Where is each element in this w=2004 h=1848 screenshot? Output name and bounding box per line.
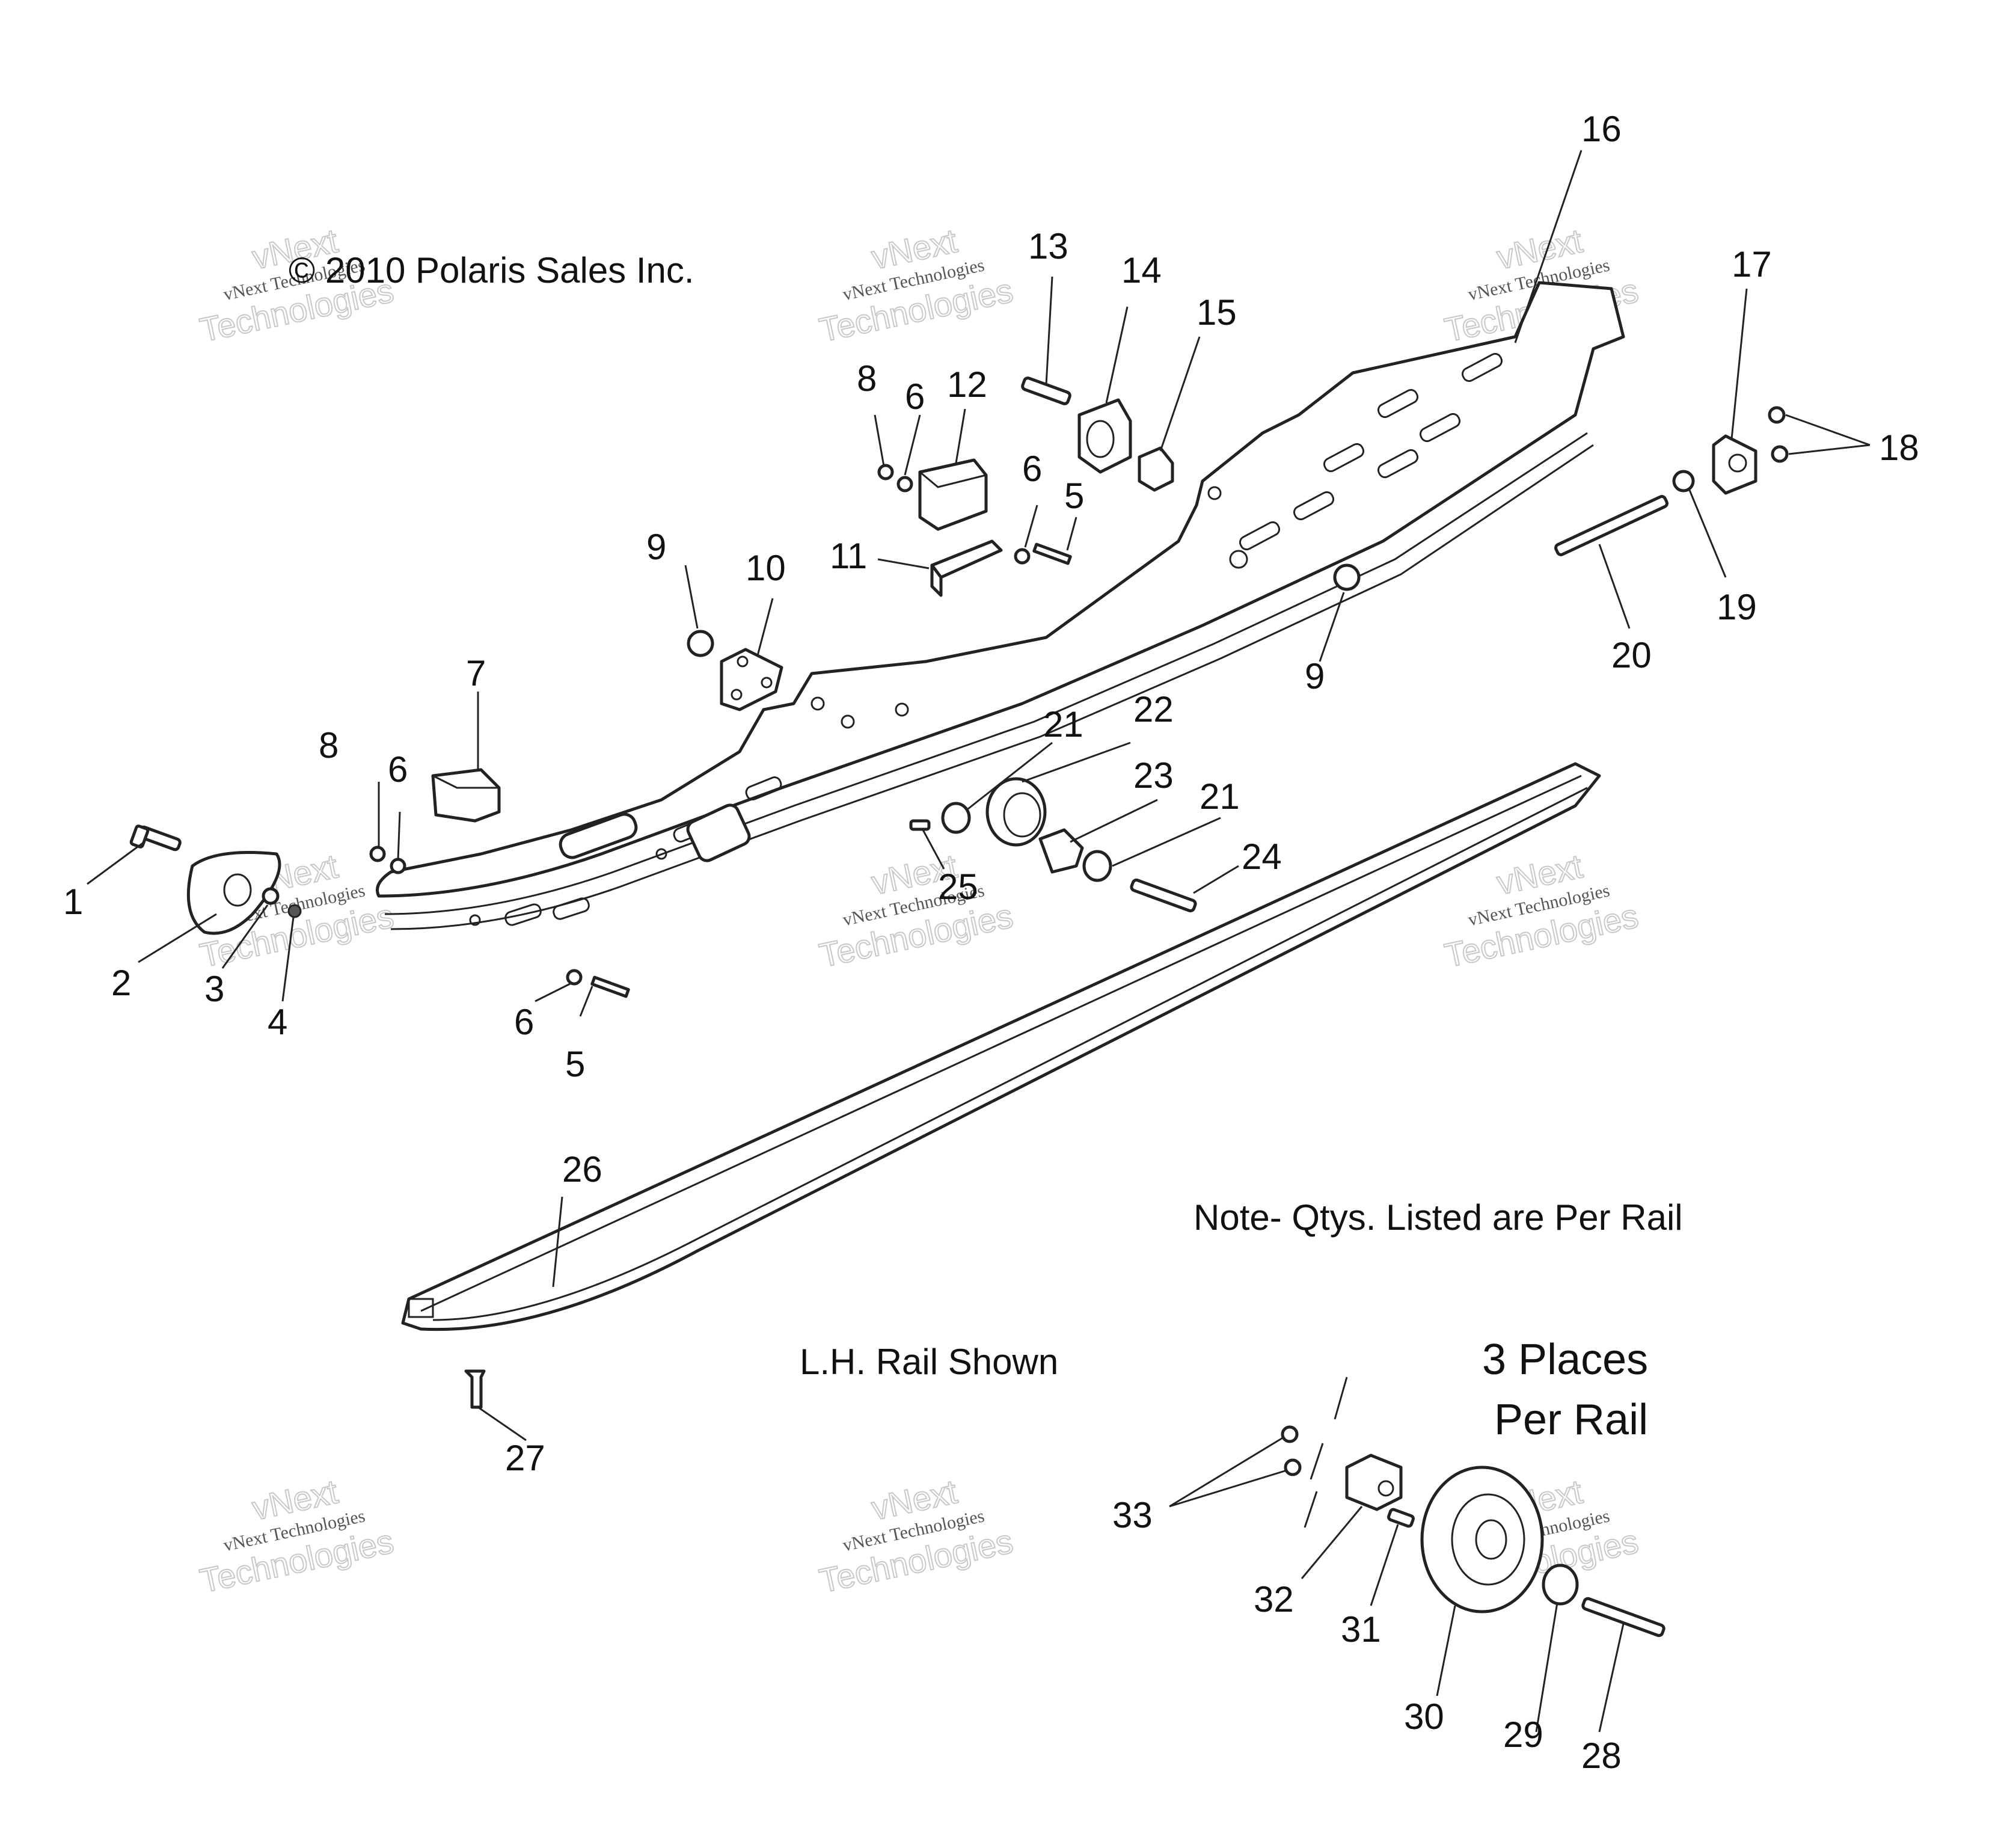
callout-32: 32 (1254, 1579, 1294, 1619)
lower-rail-drawing (401, 762, 1601, 1331)
part-21-washer-a (941, 802, 971, 834)
callout-15: 15 (1197, 292, 1237, 333)
part-9-nut-b (1333, 563, 1361, 591)
places-note-line2: Per Rail (1494, 1396, 1648, 1444)
part-28-bolt (1581, 1597, 1665, 1638)
part-7-block (431, 768, 501, 823)
callout-12: 12 (947, 364, 987, 405)
upper-rail-drawing (376, 281, 1625, 930)
callout-8-lower: 8 (319, 725, 339, 766)
part-30-wheel (1420, 1466, 1544, 1613)
part-5-bolt-a (590, 975, 630, 998)
part-3-washer (262, 887, 280, 905)
part-32-bracket (1345, 1454, 1403, 1511)
part-15-spacer (1138, 446, 1174, 492)
callout-11: 11 (830, 536, 867, 576)
part-19-nut (1672, 470, 1695, 493)
part-18-nut-b (1771, 445, 1789, 463)
callout-17: 17 (1732, 244, 1772, 284)
callout-19: 19 (1717, 587, 1757, 627)
callout-23: 23 (1133, 755, 1174, 796)
callout-numbers: 1 2 3 4 5 6 6 8 7 9 10 11 8 6 12 13 14 1… (63, 109, 1919, 1776)
part-29-washer (1542, 1564, 1579, 1606)
part-12-block (918, 458, 988, 531)
callout-6-mid: 6 (388, 749, 408, 790)
callout-6-lower: 6 (514, 1002, 534, 1042)
leader-lines (87, 150, 1871, 1733)
part-13-bolt (1021, 376, 1071, 405)
part-9-nut-a (687, 630, 714, 657)
callout-10: 10 (746, 548, 786, 588)
callout-25: 25 (938, 867, 978, 907)
text-labels: © 2010 Polaris Sales Inc. Note- Qtys. Li… (289, 250, 1683, 1444)
callout-5-upper: 5 (1064, 476, 1084, 516)
part-10-plate (720, 648, 783, 711)
callout-7: 7 (466, 653, 486, 693)
callout-26: 26 (562, 1149, 602, 1190)
part-2-bumper (186, 851, 281, 935)
part-8-nut-a (369, 846, 386, 862)
part-6-washer-a (566, 969, 583, 986)
part-31-bolt (1387, 1508, 1415, 1528)
callout-6-upper: 6 (905, 376, 925, 417)
part-21-washer-b (1082, 850, 1112, 882)
callout-8-upper: 8 (857, 358, 877, 399)
callout-5-lower: 5 (565, 1044, 585, 1084)
part-5-bolt-b (1032, 542, 1072, 565)
small-parts (129, 376, 1789, 1638)
part-33-nut-a (1281, 1425, 1299, 1443)
callout-21-right: 21 (1200, 776, 1240, 817)
break-line (1304, 1377, 1348, 1528)
part-20-bolt (1554, 495, 1668, 556)
part-4-nut (287, 904, 302, 918)
part-27-screw (464, 1369, 486, 1409)
part-6-washer-d (1014, 548, 1031, 565)
callout-31: 31 (1341, 1609, 1381, 1650)
part-25-screw (909, 819, 931, 831)
part-6-washer-c (896, 476, 913, 493)
part-18-nut-a (1768, 406, 1786, 424)
part-17-bracket (1712, 434, 1757, 495)
callout-18: 18 (1879, 428, 1919, 468)
callout-9-right: 9 (1305, 656, 1325, 696)
part-8-nut-b (877, 464, 894, 480)
callout-22: 22 (1133, 689, 1174, 729)
callout-1: 1 (63, 882, 83, 922)
callout-20: 20 (1611, 635, 1652, 675)
callout-27: 27 (505, 1438, 545, 1478)
callout-30: 30 (1404, 1696, 1444, 1737)
rail-shown-note: L.H. Rail Shown (800, 1342, 1058, 1382)
callout-28: 28 (1581, 1736, 1622, 1776)
qty-note: Note- Qtys. Listed are Per Rail (1194, 1197, 1683, 1238)
callout-24: 24 (1242, 837, 1282, 877)
callout-21-left: 21 (1043, 704, 1083, 744)
callout-3: 3 (204, 969, 224, 1009)
callout-29: 29 (1503, 1714, 1543, 1755)
part-11-slide (930, 539, 1003, 579)
callout-4: 4 (268, 1002, 287, 1042)
callout-33: 33 (1112, 1495, 1153, 1535)
idler-bracket (686, 803, 751, 862)
part-24-bolt (1130, 878, 1197, 913)
callout-16: 16 (1581, 109, 1622, 149)
part-6-washer-b (390, 858, 406, 874)
places-note-line1: 3 Places (1482, 1336, 1648, 1384)
part-23-spacer (1038, 828, 1084, 874)
callout-6-right: 6 (1022, 449, 1042, 489)
part-1-bolt (129, 824, 182, 852)
copyright-text: © 2010 Polaris Sales Inc. (289, 250, 694, 290)
callout-14: 14 (1121, 250, 1162, 290)
callout-9-left: 9 (646, 527, 666, 567)
part-33-nut-b (1284, 1458, 1302, 1476)
cross-shaft-front (559, 812, 638, 859)
upper-rail-holes (469, 486, 1248, 926)
upper-rail (376, 281, 1625, 898)
callout-13: 13 (1028, 226, 1068, 266)
callout-2: 2 (111, 963, 131, 1003)
